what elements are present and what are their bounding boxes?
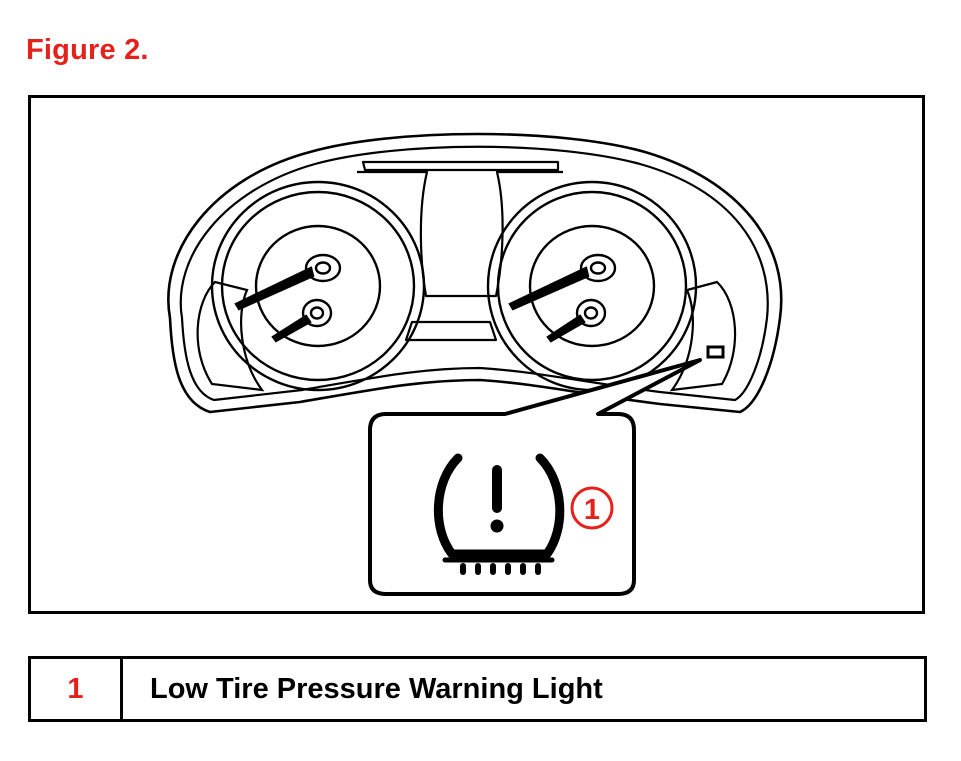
legend-number: 1 bbox=[31, 659, 123, 719]
tire-pressure-warning-icon bbox=[433, 453, 565, 575]
center-display bbox=[357, 160, 563, 342]
legend-description: Low Tire Pressure Warning Light bbox=[150, 672, 603, 705]
figure-title: Figure 2. bbox=[26, 34, 149, 66]
right-side-lobe bbox=[669, 280, 737, 392]
left-gauge bbox=[210, 180, 426, 392]
indicator-lamp bbox=[706, 345, 725, 359]
callout-box bbox=[368, 358, 702, 596]
left-side-lobe bbox=[196, 280, 265, 392]
callout-number: 1 bbox=[584, 494, 600, 526]
cluster-housing bbox=[167, 132, 783, 414]
figure-frame bbox=[28, 95, 925, 614]
callout-marker-1: 1 bbox=[570, 486, 614, 530]
legend-table: 1 Low Tire Pressure Warning Light bbox=[28, 656, 927, 722]
right-gauge bbox=[486, 180, 698, 392]
